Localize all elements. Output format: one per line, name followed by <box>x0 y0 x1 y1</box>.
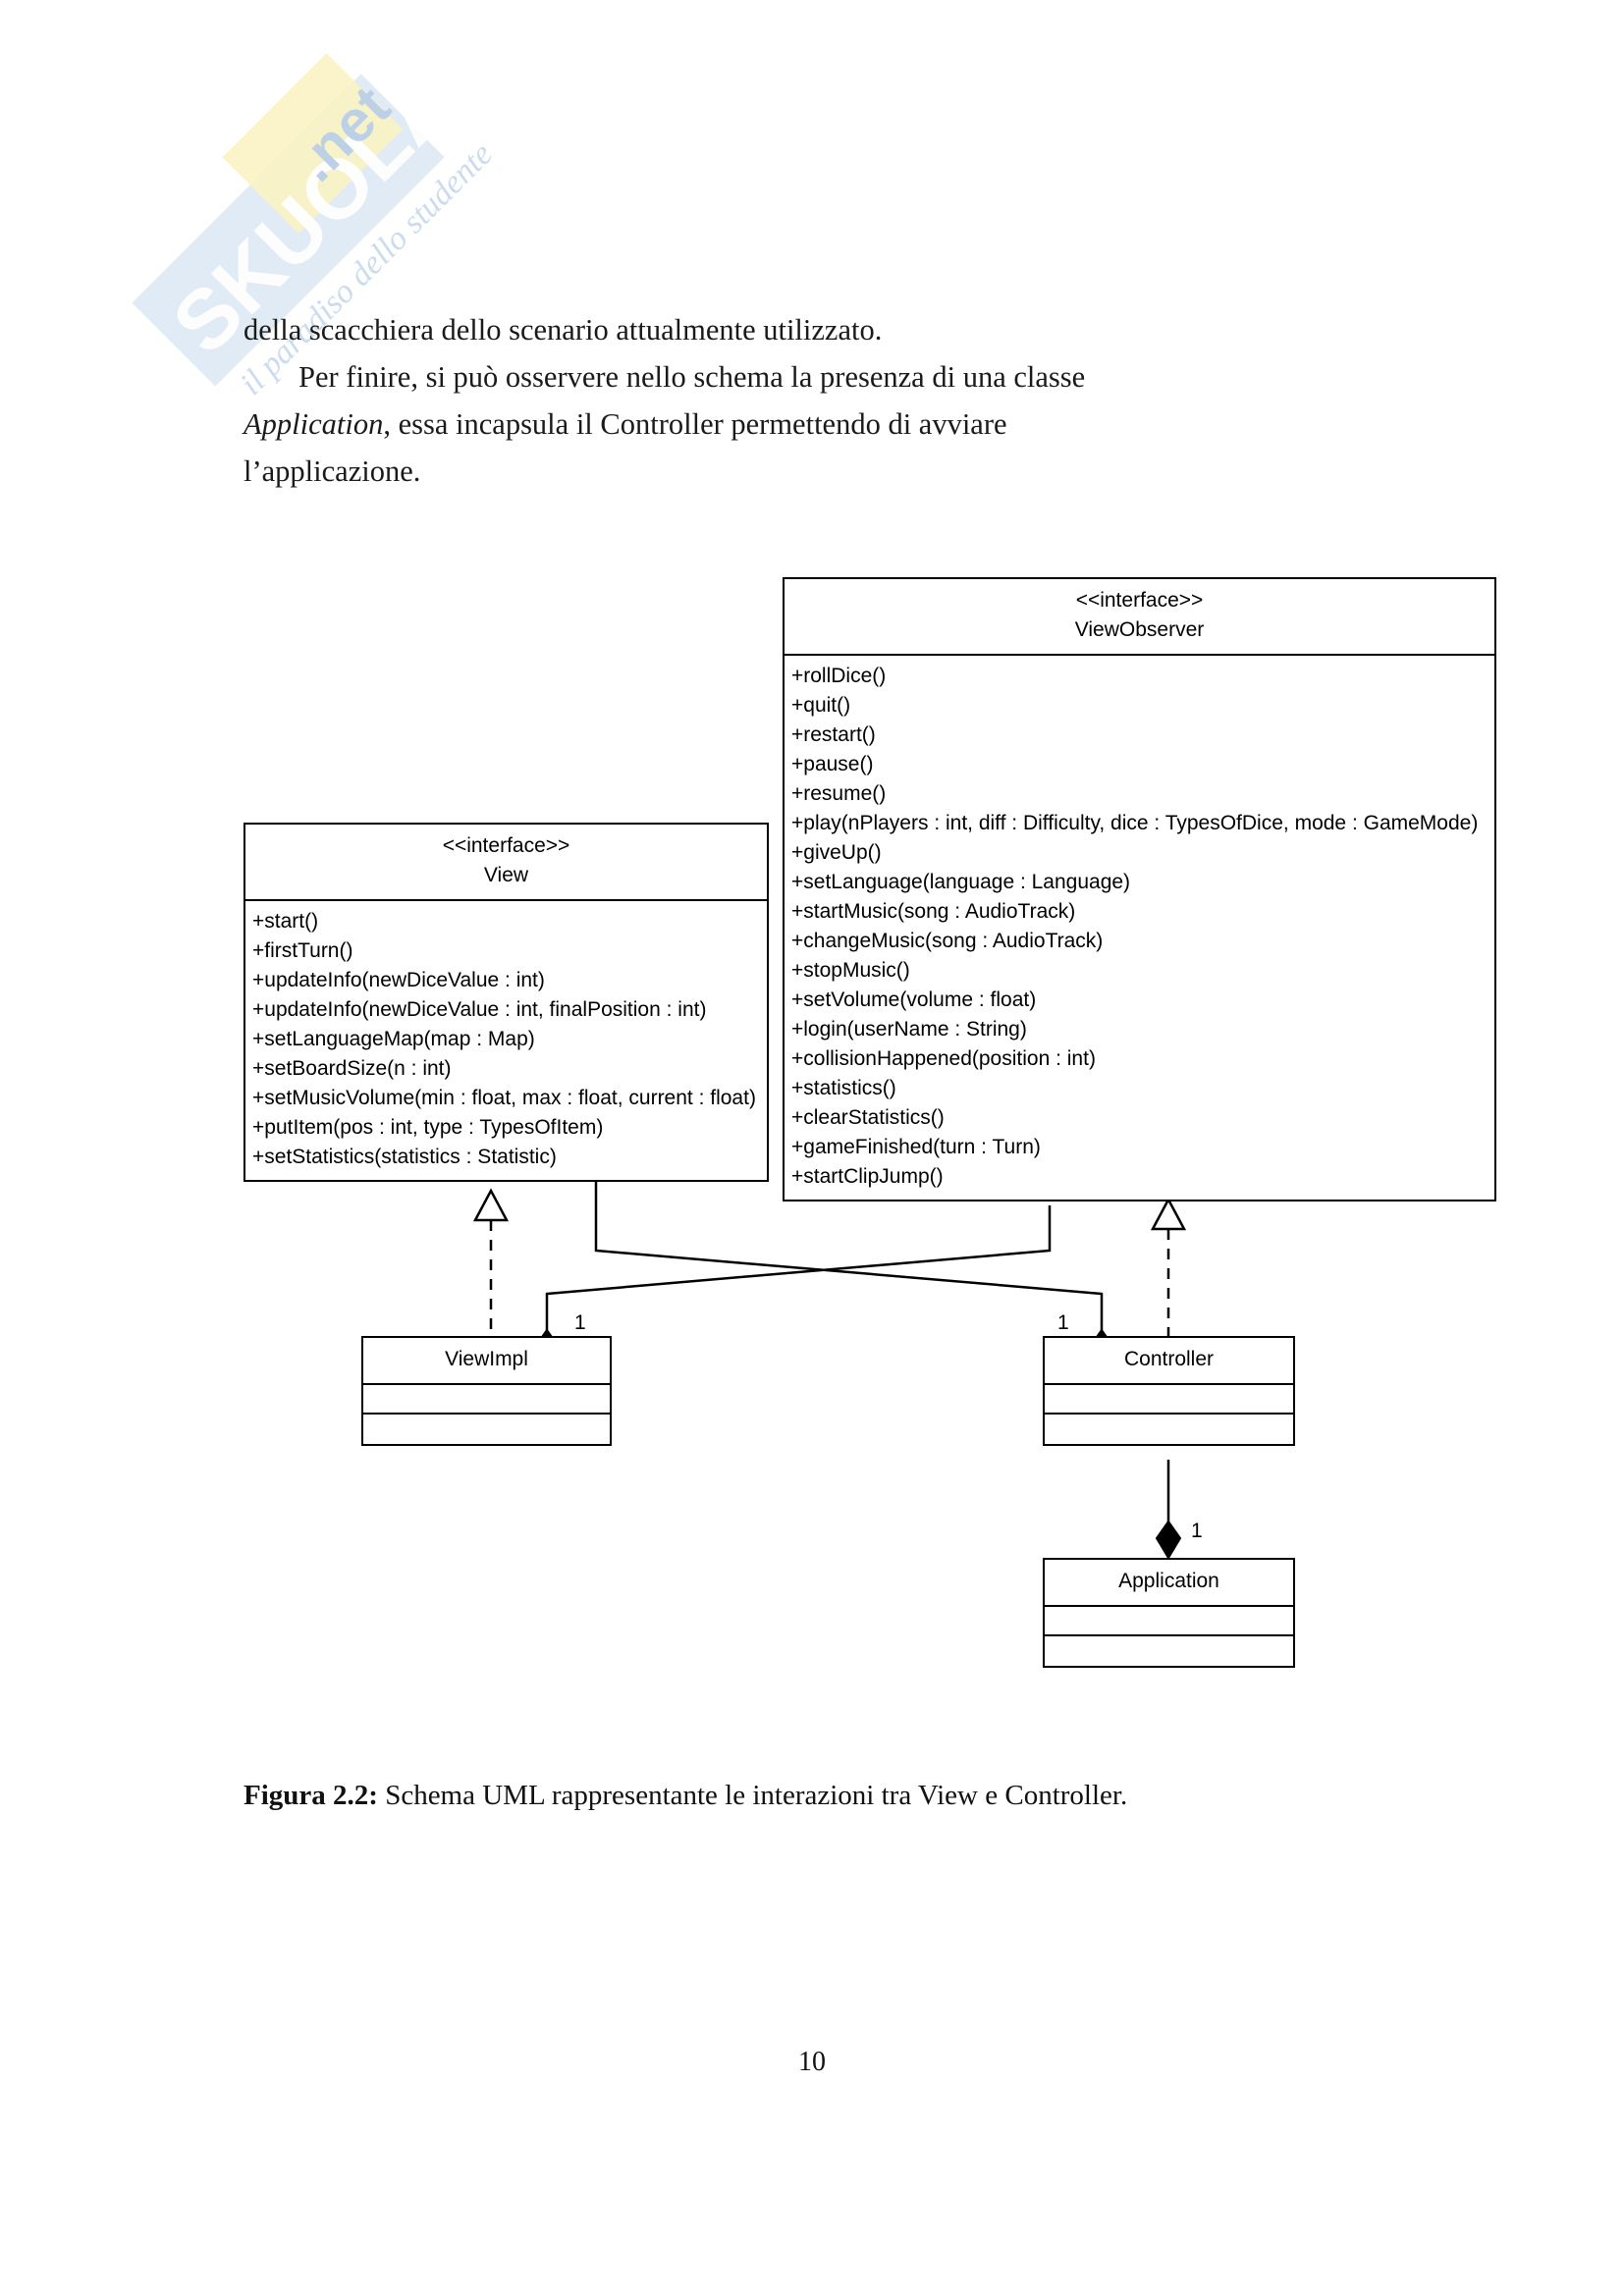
uml-class-viewobserver[interactable]: <<interface>> ViewObserver +rollDice() +… <box>783 577 1496 1201</box>
uml-class-controller-attributes <box>1045 1385 1293 1415</box>
uml-method: +statistics() <box>791 1077 896 1099</box>
uml-class-controller-operations <box>1045 1415 1293 1444</box>
uml-method: +collisionHappened(position : int) <box>791 1047 1096 1070</box>
composition-controller-to-application <box>1155 1460 1182 1560</box>
page-number: 10 <box>798 2047 826 2077</box>
body-line-3: Application, essa incapsula il Controlle… <box>244 400 1402 448</box>
uml-method: +setBoardSize(n : int) <box>252 1057 452 1080</box>
uml-method: +setVolume(volume : float) <box>791 988 1037 1011</box>
uml-method: +play(nPlayers : int, diff : Difficulty,… <box>791 812 1479 834</box>
uml-class-controller-name: Controller <box>1123 1348 1215 1370</box>
uml-class-viewobserver-name: ViewObserver <box>1074 618 1205 641</box>
uml-class-viewimpl-operations <box>363 1415 610 1444</box>
uml-class-viewobserver-stereotype: <<interface>> <box>1075 589 1204 612</box>
uml-method: +start() <box>252 910 319 933</box>
body-paragraph: della scacchiera dello scenario attualme… <box>244 306 1402 495</box>
uml-class-view[interactable]: <<interface>> View +start() +firstTurn()… <box>244 823 769 1182</box>
uml-class-application[interactable]: Application <box>1043 1558 1295 1668</box>
uml-class-view-methods: +start() +firstTurn() +updateInfo(newDic… <box>245 901 767 1180</box>
multiplicity-application: 1 <box>1191 1520 1203 1542</box>
uml-method: +setMusicVolume(min : float, max : float… <box>252 1087 756 1109</box>
uml-method: +stopMusic() <box>791 959 910 982</box>
uml-class-viewimpl-header: ViewImpl <box>363 1338 610 1385</box>
uml-method: +clearStatistics() <box>791 1106 945 1129</box>
uml-class-application-name: Application <box>1118 1570 1219 1592</box>
uml-method: +rollDice() <box>791 665 887 687</box>
uml-method: +updateInfo(newDiceValue : int, finalPos… <box>252 998 707 1021</box>
figure-caption-label: Figura 2.2: <box>244 1780 378 1811</box>
uml-class-view-name: View <box>483 864 529 886</box>
uml-method: +gameFinished(turn : Turn) <box>791 1136 1041 1158</box>
uml-method: +setLanguage(language : Language) <box>791 871 1131 893</box>
uml-method: +setStatistics(statistics : Statistic) <box>252 1146 557 1168</box>
composition-viewobserver-to-viewimpl <box>533 1205 1052 1368</box>
multiplicity-viewimpl: 1 <box>574 1311 586 1334</box>
uml-class-application-header: Application <box>1045 1560 1293 1607</box>
uml-method: +updateInfo(newDiceValue : int) <box>252 969 545 991</box>
uml-method: +putItem(pos : int, type : TypesOfItem) <box>252 1116 604 1139</box>
uml-method: +restart() <box>791 723 876 746</box>
uml-method: +firstTurn() <box>252 939 353 962</box>
body-line-2: Per finire, si può osservere nello schem… <box>298 360 1086 394</box>
uml-method: +resume() <box>791 782 887 805</box>
uml-class-application-operations <box>1045 1636 1293 1666</box>
uml-class-view-stereotype: <<interface>> <box>442 834 570 857</box>
uml-method: +setLanguageMap(map : Map) <box>252 1028 535 1050</box>
realization-viewimpl-to-view <box>472 1188 510 1336</box>
body-line-1: della scacchiera dello scenario attualme… <box>244 313 883 347</box>
uml-method: +startMusic(song : AudioTrack) <box>791 900 1076 923</box>
application-emphasis: Application <box>244 407 384 441</box>
uml-class-viewobserver-header: <<interface>> ViewObserver <box>785 579 1494 656</box>
multiplicity-controller: 1 <box>1057 1311 1069 1334</box>
uml-method: +changeMusic(song : AudioTrack) <box>791 930 1104 952</box>
figure-caption-text: Schema UML rappresentante le interazioni… <box>377 1780 1128 1811</box>
svg-text:.net: .net <box>282 74 403 194</box>
uml-class-viewimpl-attributes <box>363 1385 610 1415</box>
uml-method: +login(userName : String) <box>791 1018 1027 1041</box>
body-line-3-rest: , essa incapsula il Controller permetten… <box>383 407 1007 441</box>
uml-class-application-attributes <box>1045 1607 1293 1636</box>
uml-class-controller[interactable]: Controller <box>1043 1336 1295 1446</box>
uml-method: +startClipJump() <box>791 1165 944 1188</box>
uml-class-controller-header: Controller <box>1045 1338 1293 1385</box>
uml-method: +giveUp() <box>791 841 882 864</box>
uml-method: +pause() <box>791 753 874 775</box>
uml-class-viewimpl-name: ViewImpl <box>445 1348 528 1370</box>
uml-method: +quit() <box>791 694 851 717</box>
body-line-4: l’applicazione. <box>244 454 421 488</box>
realization-controller-to-viewobserver <box>1150 1197 1187 1336</box>
uml-class-viewobserver-methods: +rollDice() +quit() +restart() +pause() … <box>785 656 1494 1200</box>
uml-class-view-header: <<interface>> View <box>245 825 767 901</box>
figure-caption: Figura 2.2: Schema UML rappresentante le… <box>244 1772 1402 1819</box>
uml-class-viewimpl[interactable]: ViewImpl <box>361 1336 612 1446</box>
